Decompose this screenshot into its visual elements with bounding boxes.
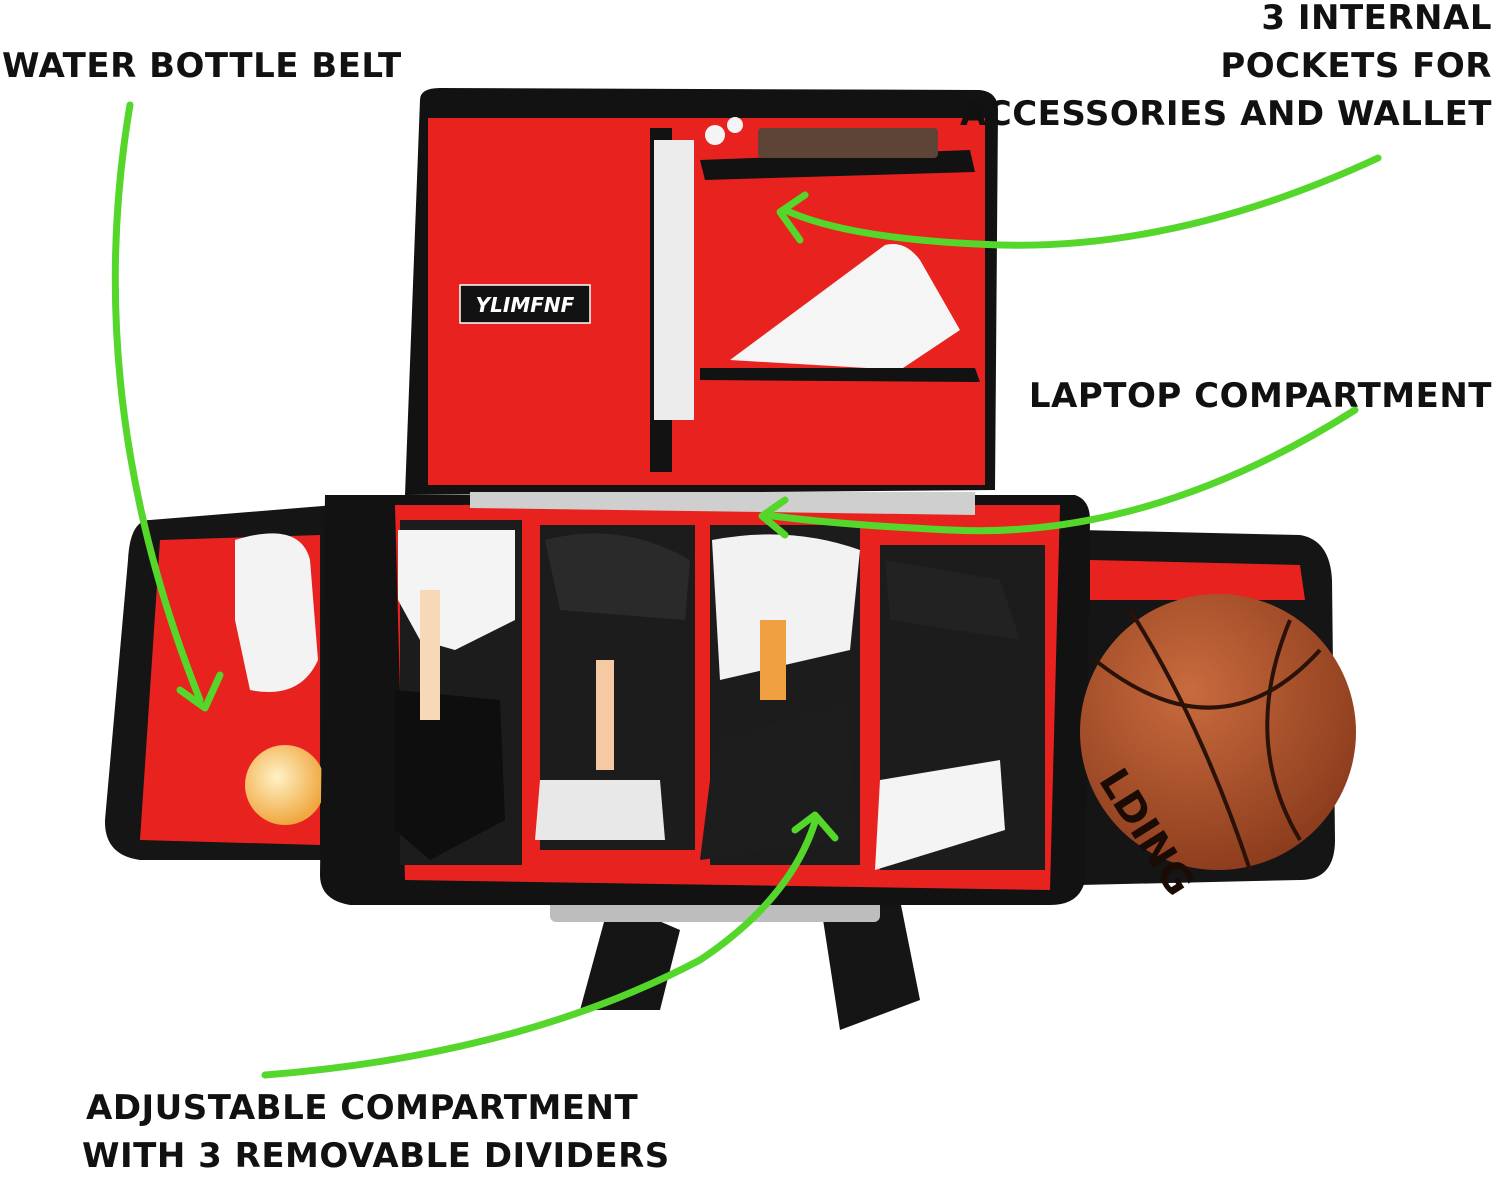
arrow-adjustable bbox=[261, 818, 819, 1079]
callout-line: WATER BOTTLE BELT bbox=[2, 46, 402, 86]
brand-label bbox=[459, 284, 591, 324]
water-bottle bbox=[245, 745, 325, 825]
bag-lid: YLIMFNF bbox=[405, 88, 998, 515]
shoe-tongue bbox=[420, 590, 440, 720]
callout-line: WITH 3 REMOVABLE DIVIDERS bbox=[82, 1136, 670, 1176]
main-compartment bbox=[320, 495, 1090, 905]
arrowhead-adjustable bbox=[791, 811, 839, 842]
pocket-zipper-bottom bbox=[700, 368, 980, 382]
shoe-accent bbox=[760, 620, 786, 700]
arrow-laptop bbox=[761, 406, 1359, 535]
handle-rod bbox=[550, 900, 880, 922]
callout-line: LAPTOP COMPARTMENT bbox=[1028, 376, 1492, 416]
bag-handles bbox=[550, 900, 920, 1030]
phone bbox=[730, 244, 960, 370]
wallet bbox=[758, 128, 938, 158]
callout-laptop-compartment: LAPTOP COMPARTMENT bbox=[1029, 372, 1492, 420]
earphones bbox=[705, 125, 725, 145]
arrow-water-bottle bbox=[111, 101, 204, 704]
shoe-sole bbox=[875, 760, 1005, 870]
divider-3 bbox=[862, 540, 878, 870]
laptop bbox=[470, 492, 975, 515]
arrowhead-laptop bbox=[758, 496, 789, 539]
arrowhead-water-bottle bbox=[176, 671, 224, 712]
shoe-sole bbox=[712, 534, 860, 680]
earphones bbox=[727, 117, 743, 133]
callout-arrows bbox=[111, 101, 1382, 1079]
callout-water-bottle-belt: WATER BOTTLE BELT bbox=[2, 42, 402, 90]
brand-logo-text: YLIMFNF bbox=[476, 293, 575, 317]
water-bottle-cap bbox=[235, 533, 318, 692]
divider-1 bbox=[522, 515, 538, 865]
callout-internal-pockets: 3 INTERNAL POCKETS FOR ACCESSORIES AND W… bbox=[960, 0, 1492, 138]
shoe-tongue bbox=[596, 660, 614, 770]
divider-2 bbox=[696, 520, 710, 865]
shoe-sole bbox=[395, 690, 505, 860]
callout-line: 3 INTERNAL bbox=[1261, 0, 1492, 38]
shoe-sole bbox=[545, 533, 690, 620]
arrow-pockets bbox=[781, 154, 1382, 249]
callout-line: POCKETS FOR bbox=[1220, 46, 1492, 86]
callout-adjustable-compartment: ADJUSTABLE COMPARTMENT WITH 3 REMOVABLE … bbox=[82, 1084, 670, 1180]
callout-line: ADJUSTABLE COMPARTMENT bbox=[86, 1088, 639, 1128]
shoe-sole bbox=[885, 560, 1020, 640]
arrowhead-pockets bbox=[776, 191, 809, 244]
callout-line: ACCESSORIES AND WALLET bbox=[959, 94, 1492, 134]
shoe-sole bbox=[535, 780, 665, 840]
power-bank bbox=[654, 140, 694, 420]
